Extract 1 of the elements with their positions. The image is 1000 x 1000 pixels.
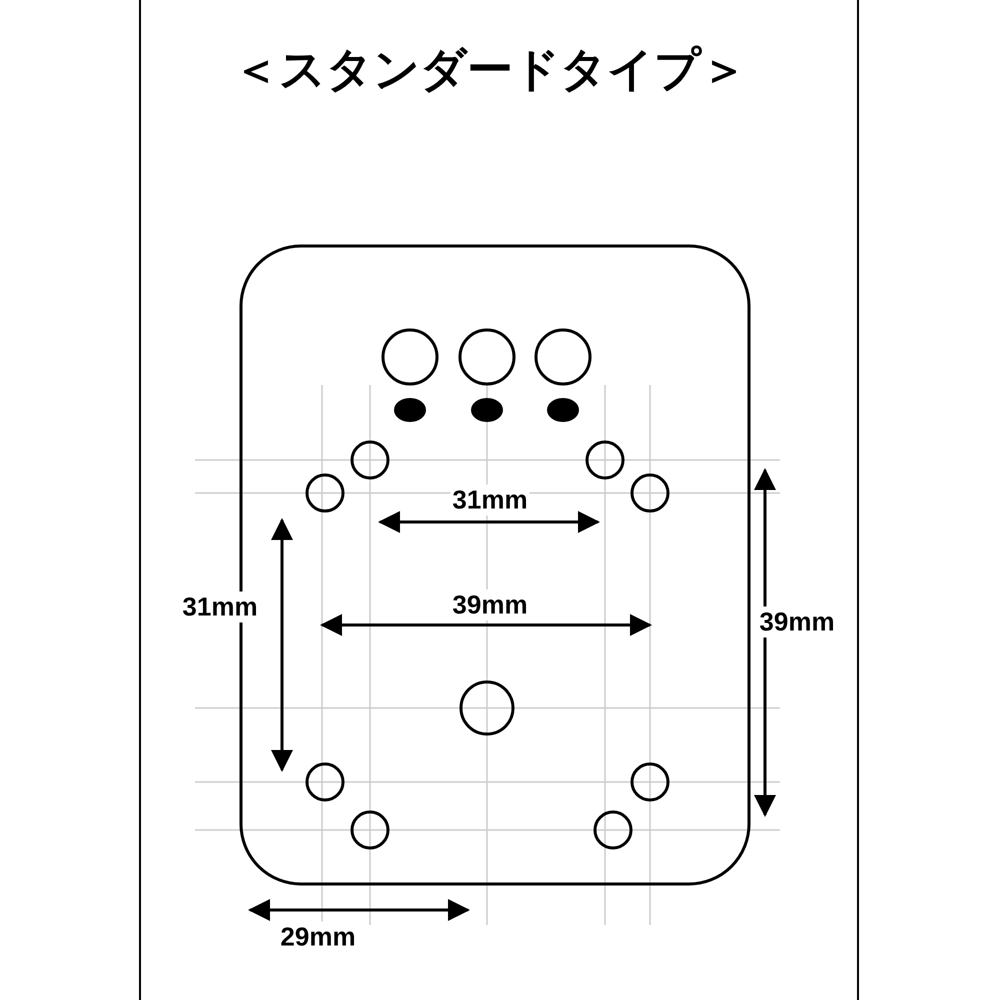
dimension-label: 31mm	[450, 484, 530, 516]
